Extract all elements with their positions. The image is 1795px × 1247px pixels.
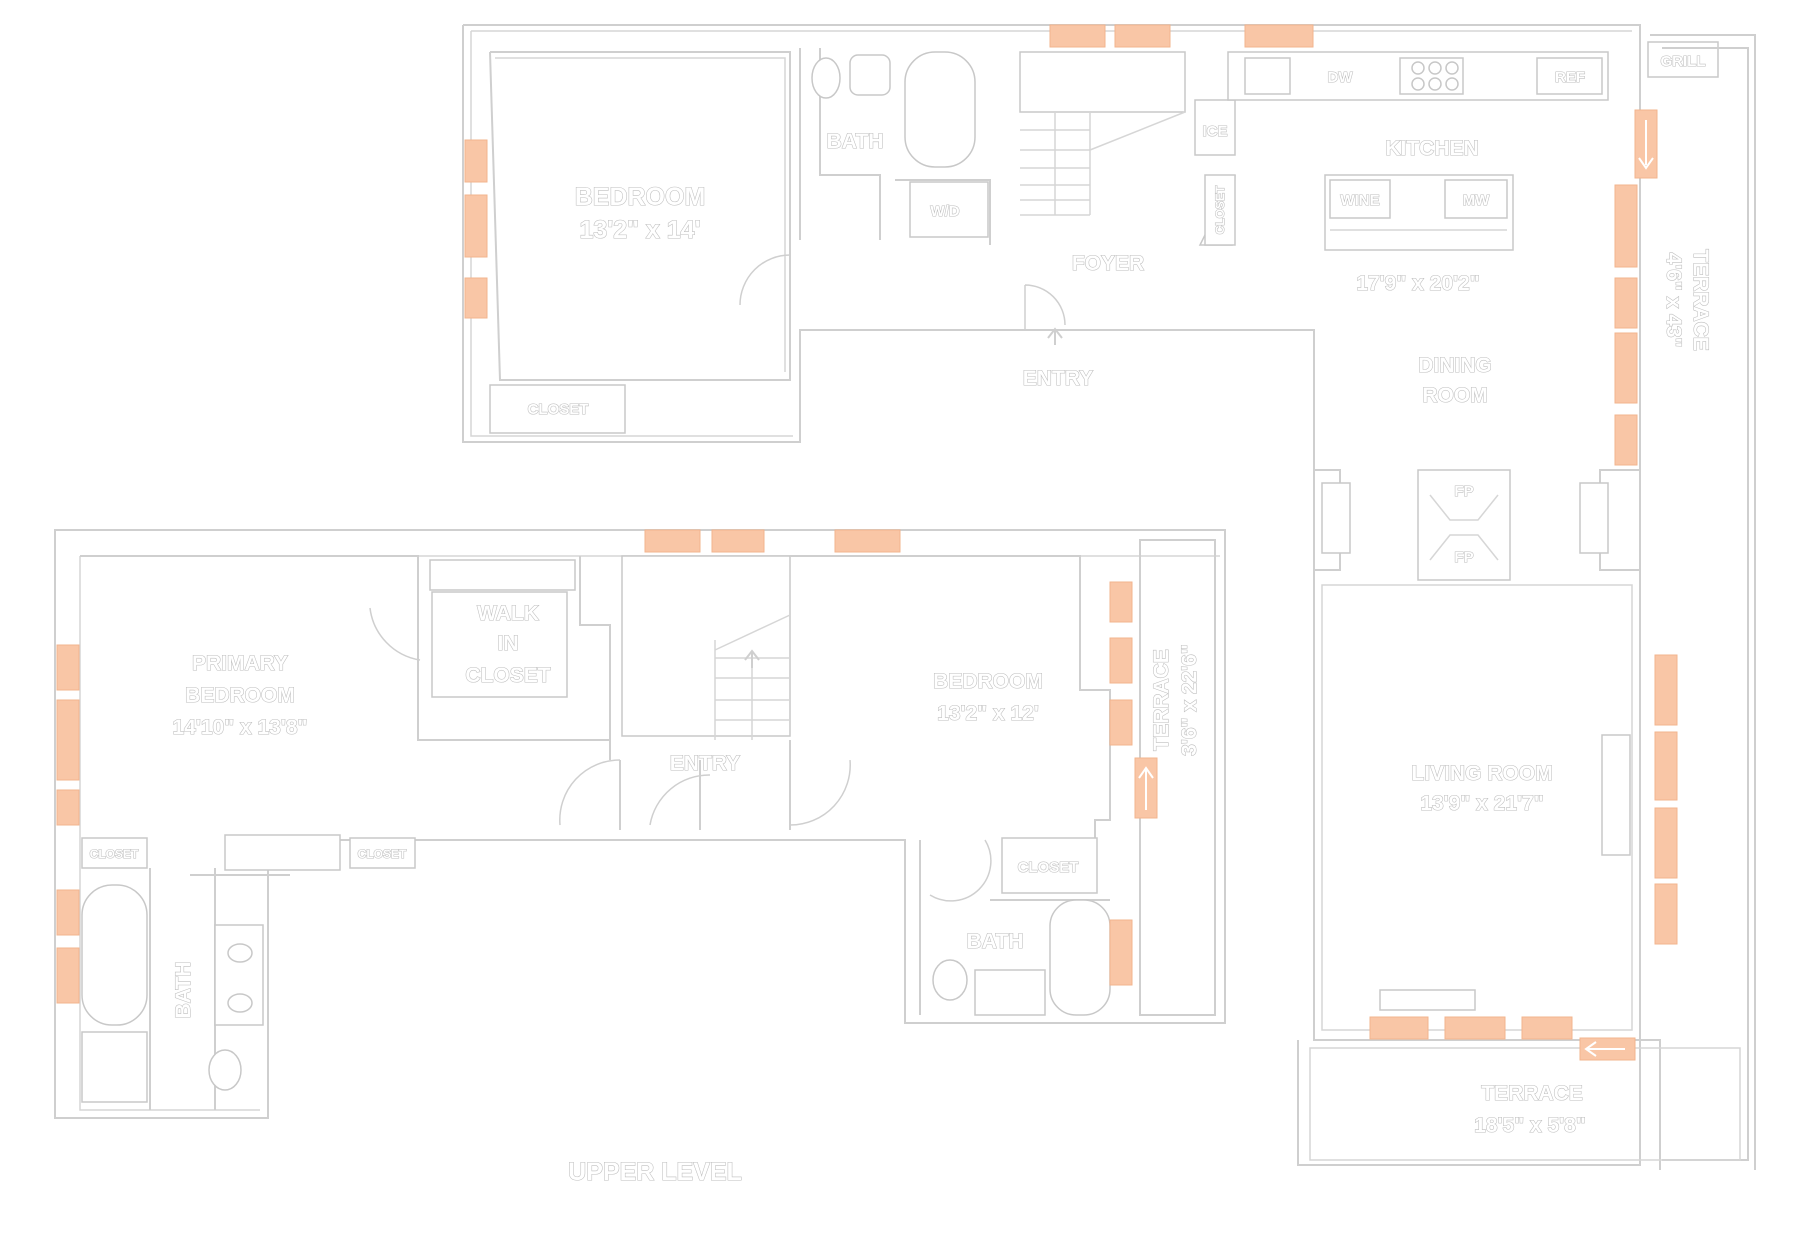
toilet-primary: [208, 1049, 242, 1091]
mw-label: MW: [1463, 192, 1490, 209]
toilet-top: [811, 57, 841, 99]
bedroom-lower-name: BEDROOM: [933, 670, 1043, 693]
closet-primary-right-label: CLOSET: [358, 847, 407, 861]
closet-top-box: [489, 384, 626, 434]
entry-top-label: ENTRY: [1023, 367, 1093, 390]
terrace-east-name: TERRACE: [1689, 249, 1712, 351]
kitchen-island: [1324, 174, 1514, 251]
entry-lower-label: ENTRY: [670, 752, 740, 775]
stairs-top: [1019, 51, 1186, 216]
bedroom-lower-size: 13'2" x 12': [937, 702, 1039, 725]
stair-arrow-icon: [744, 649, 760, 668]
arrow-up-icon: [1138, 766, 1154, 810]
sink-top: [849, 54, 891, 96]
terrace-east-size: 4'6" x 43": [1662, 253, 1685, 348]
stairs-lower: [621, 555, 791, 740]
primary-size: 14'10" x 13'8": [172, 716, 307, 739]
ice-box: [1194, 99, 1236, 156]
ref-label: REF: [1555, 69, 1585, 86]
terrace-middle-name: TERRACE: [1150, 649, 1173, 751]
upper-unit-walls: [462, 24, 1756, 1170]
tub-lower: [1049, 899, 1111, 1016]
walk-in-line-2: IN: [498, 632, 519, 655]
dw-label: DW: [1328, 69, 1354, 86]
closet-primary-right: [349, 837, 416, 869]
bath-lower-left-label: BATH: [172, 962, 195, 1019]
fireplace: [1417, 469, 1511, 581]
dining-name-1: DINING: [1418, 354, 1492, 377]
terrace-south-size: 18'5" x 5'8": [1474, 1114, 1586, 1137]
kitchen-name: KITCHEN: [1385, 137, 1478, 160]
arrow-left-icon: [1584, 1041, 1625, 1057]
kitchen-size: 17'9" x 20'2": [1356, 272, 1479, 295]
closet-vertical-label: CLOSET: [1213, 185, 1227, 234]
ice-label: ICE: [1202, 123, 1227, 140]
fp-top-label: FP: [1454, 483, 1473, 500]
sink-lower: [974, 969, 1046, 1016]
terrace-south-name: TERRACE: [1481, 1082, 1583, 1105]
closet-vertical: [1204, 174, 1236, 246]
primary-name-2: BEDROOM: [185, 684, 295, 707]
kitchen-counter: [1227, 51, 1609, 101]
grill-label: GRILL: [1661, 53, 1706, 70]
entry-arrow-top-icon: [1047, 327, 1063, 345]
plan-title: UPPER LEVEL: [568, 1158, 742, 1186]
foyer-label: FOYER: [1072, 252, 1144, 275]
walk-in-line-3: CLOSET: [465, 664, 550, 687]
terrace-middle-size: 3'6" x 22'6": [1178, 644, 1201, 756]
wine-label: WINE: [1340, 192, 1379, 209]
walk-in-shelf-top: [429, 559, 576, 591]
bath-lower-right-label: BATH: [967, 930, 1024, 953]
labels: BEDROOM 13'2" x 14' BATH W/D FOYER ENTRY…: [89, 52, 1712, 1186]
walk-in-closet: [431, 591, 568, 698]
closet-bedroom-lower-label: CLOSET: [1018, 859, 1079, 876]
primary-name-1: PRIMARY: [192, 652, 288, 675]
terrace-arrows: [744, 109, 1658, 1061]
bedroom-top-size: 13'2" x 14': [579, 216, 700, 244]
arrow-down-icon: [1638, 120, 1654, 170]
windows: [56, 24, 1678, 1040]
walk-in-line-1: WALK: [477, 602, 539, 625]
lower-unit-walls: [54, 529, 1226, 1119]
wd-label: W/D: [930, 203, 959, 220]
tub-primary: [81, 884, 148, 1026]
washer-dryer: [909, 181, 989, 238]
closet-primary-left-label: CLOSET: [90, 847, 139, 861]
fp-bottom-label: FP: [1454, 549, 1473, 566]
living-size: 13'9" x 21'7": [1420, 792, 1543, 815]
living-name: LIVING ROOM: [1411, 762, 1552, 785]
bath-top-label: BATH: [827, 130, 884, 153]
toilet-lower: [932, 959, 968, 1001]
shower-primary: [81, 1031, 148, 1103]
closet-top-label: CLOSET: [528, 401, 589, 418]
closet-primary-left: [81, 837, 148, 869]
closet-bedroom-lower: [1001, 837, 1098, 894]
bedroom-top-name: BEDROOM: [575, 183, 706, 211]
tub-top: [904, 51, 976, 168]
dining-name-2: ROOM: [1422, 384, 1487, 407]
